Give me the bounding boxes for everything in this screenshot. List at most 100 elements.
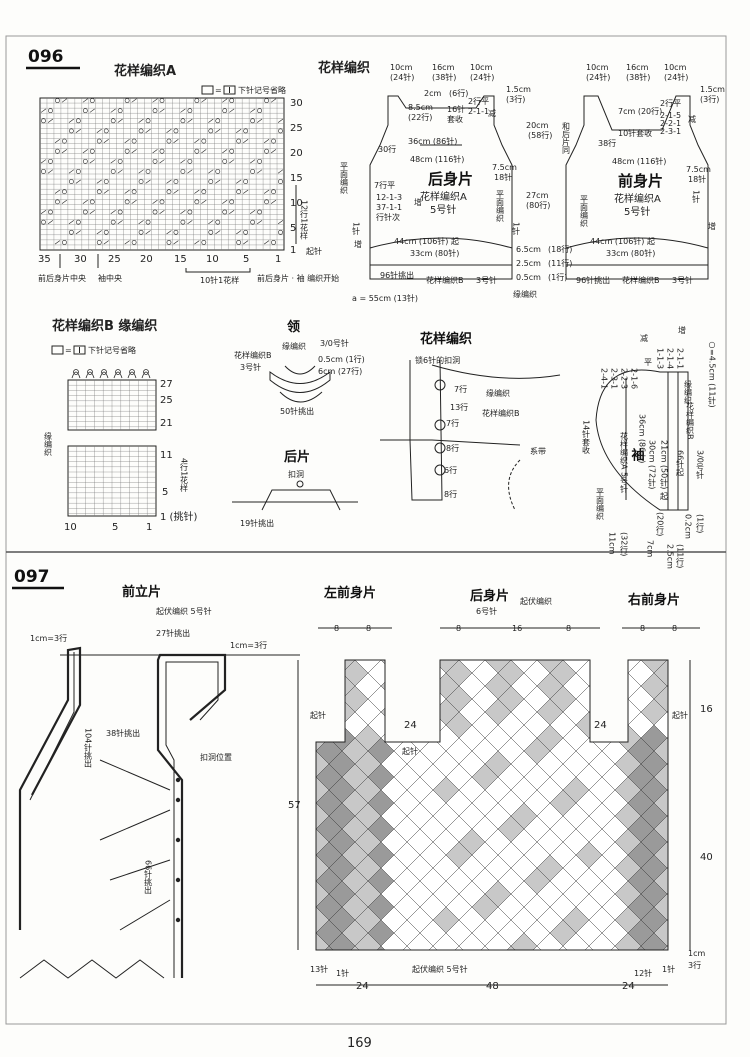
svg-text:37-1-1: 37-1-1 <box>376 203 402 212</box>
svg-text:10cm: 10cm <box>586 63 609 72</box>
chart-b-legend: 下针记号省略 <box>88 345 136 355</box>
decrease-icon <box>270 149 277 154</box>
svg-text:(3行): (3行) <box>506 94 525 104</box>
yarn-over-icon <box>103 179 109 184</box>
yarn-over-icon <box>131 189 137 195</box>
svg-text:增: 增 <box>708 221 717 231</box>
decrease-icon <box>173 240 179 245</box>
motif-dims-top: 8 8 8 16 8 8 8 <box>318 624 700 633</box>
decrease-icon <box>229 159 235 164</box>
svg-text:平面编织: 平面编织 <box>496 190 505 223</box>
page-number: 169 <box>347 1036 372 1051</box>
decrease-icon <box>194 139 200 144</box>
back-bottom-1: 96针挑出 <box>380 270 414 280</box>
collar-shape <box>269 370 331 393</box>
decrease-icon <box>215 230 221 235</box>
svg-text:10针套收: 10针套收 <box>618 128 652 138</box>
motif-diamond <box>536 932 564 950</box>
svg-text:0.2cm: 0.2cm <box>684 514 693 539</box>
motif-diamond <box>614 932 642 950</box>
buttonhole-icons <box>434 379 446 476</box>
yarn-over-icon <box>243 229 249 235</box>
yarn-over-icon <box>48 108 53 114</box>
decrease-icon <box>145 230 151 235</box>
decrease-icon <box>263 189 270 194</box>
yarn-over-icon <box>208 229 214 235</box>
yarn-over-icon <box>41 219 46 225</box>
chart-b-grid <box>67 369 157 517</box>
svg-text:8行: 8行 <box>444 489 457 499</box>
yarn-over-icon <box>257 108 262 114</box>
yarn-over-icon <box>222 209 228 215</box>
svg-text:3行: 3行 <box>688 960 701 970</box>
decrease-icon <box>82 149 88 154</box>
yarn-over-icon <box>117 209 123 215</box>
yarn-over-icon <box>173 229 179 235</box>
yarn-over-icon <box>152 158 158 164</box>
col-num: 30 <box>74 254 87 265</box>
decrease-icon <box>131 199 137 204</box>
svg-text:27cm: 27cm <box>526 191 549 200</box>
decrease-icon <box>201 199 207 204</box>
decrease-icon <box>110 108 116 113</box>
motif-back-title: 后身片 <box>470 588 509 604</box>
svg-text:平面编织: 平面编织 <box>596 488 605 521</box>
yarn-over-icon <box>222 108 228 114</box>
chart-b-side: 缘编织 <box>44 431 53 457</box>
decrease-icon <box>103 139 109 144</box>
col-num: 10 <box>206 254 219 265</box>
motif-diamond <box>680 764 706 790</box>
page-frame <box>5 35 727 1025</box>
decrease-icon <box>152 199 158 204</box>
yarn-over-icon <box>68 229 74 235</box>
motif-diamond <box>406 932 434 950</box>
yarn-over-icon <box>271 138 276 144</box>
motif-diamond <box>680 816 706 842</box>
decrease-icon <box>124 139 130 144</box>
decrease-icon <box>40 209 47 215</box>
motif-diamond <box>666 672 668 700</box>
motif-diamond <box>666 880 668 908</box>
legend-blank-icon <box>201 85 214 95</box>
svg-text:1cm=3行: 1cm=3行 <box>30 633 67 643</box>
col-num: 35 <box>38 254 51 265</box>
svg-text:(58行): (58行) <box>528 130 552 140</box>
svg-text:1针: 1针 <box>352 222 361 236</box>
picot-loop-icon <box>101 369 107 375</box>
decrease-icon <box>208 118 214 123</box>
svg-text:21: 21 <box>160 418 173 429</box>
svg-text:增: 增 <box>354 239 363 249</box>
decrease-icon <box>117 220 123 225</box>
section-096-label: 096 <box>28 47 64 67</box>
back-bottom-3: 3号针 <box>476 275 497 285</box>
yarn-over-icon <box>236 240 242 245</box>
yarn-over-icon <box>124 98 130 103</box>
yarn-over-icon <box>159 199 165 205</box>
decrease-icon <box>229 209 235 215</box>
svg-text:增: 增 <box>678 325 687 335</box>
chart-b-rows: 27 25 21 11 5 1 (挑针) <box>160 379 197 523</box>
yarn-over-icon <box>187 108 193 114</box>
back-collar-title: 后片 <box>284 449 310 465</box>
yarn-over-icon <box>75 118 81 124</box>
svg-text:48cm (116针): 48cm (116针) <box>612 156 666 166</box>
decrease-icon <box>229 108 235 113</box>
decrease-icon <box>54 189 61 194</box>
motif-diamond <box>601 660 629 687</box>
yarn-over-icon <box>131 138 137 144</box>
svg-text:8: 8 <box>566 624 571 633</box>
svg-text:8: 8 <box>334 624 339 633</box>
svg-text:38行: 38行 <box>598 138 616 148</box>
decrease-icon <box>166 179 172 184</box>
decrease-icon <box>138 220 144 225</box>
yarn-over-icon <box>264 148 269 154</box>
yarn-over-icon <box>138 179 144 184</box>
decrease-icon <box>103 189 109 194</box>
svg-text:2.5cm: 2.5cm <box>516 259 541 268</box>
decrease-icon <box>96 128 102 133</box>
svg-text:○=4.5cm (11针): ○=4.5cm (11针) <box>708 340 717 408</box>
picot-icon <box>99 371 109 379</box>
svg-text:27针挑出: 27针挑出 <box>156 628 190 638</box>
decrease-icon <box>173 189 179 194</box>
svg-text:(6行): (6行) <box>449 88 468 98</box>
